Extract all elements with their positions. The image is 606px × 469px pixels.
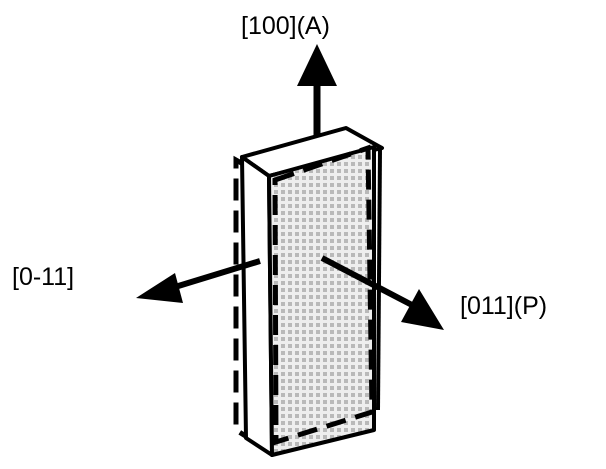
axis-label-011: [011](P): [460, 292, 548, 320]
axis-011-arrowhead: [401, 289, 444, 330]
slab-front-face: [267, 145, 376, 457]
axis-label-0-11: [0-11]: [12, 263, 75, 291]
slab-right-edge: [376, 148, 382, 411]
axis-100-arrowhead: [297, 44, 337, 86]
axis-011-shaft: [320, 255, 414, 308]
axis-0-11-arrowhead: [136, 273, 183, 303]
axis-0-11-shaft: [174, 258, 261, 290]
slab-inner-dashed-outline: [272, 144, 375, 446]
axis-label-100: [100](A): [241, 12, 330, 40]
